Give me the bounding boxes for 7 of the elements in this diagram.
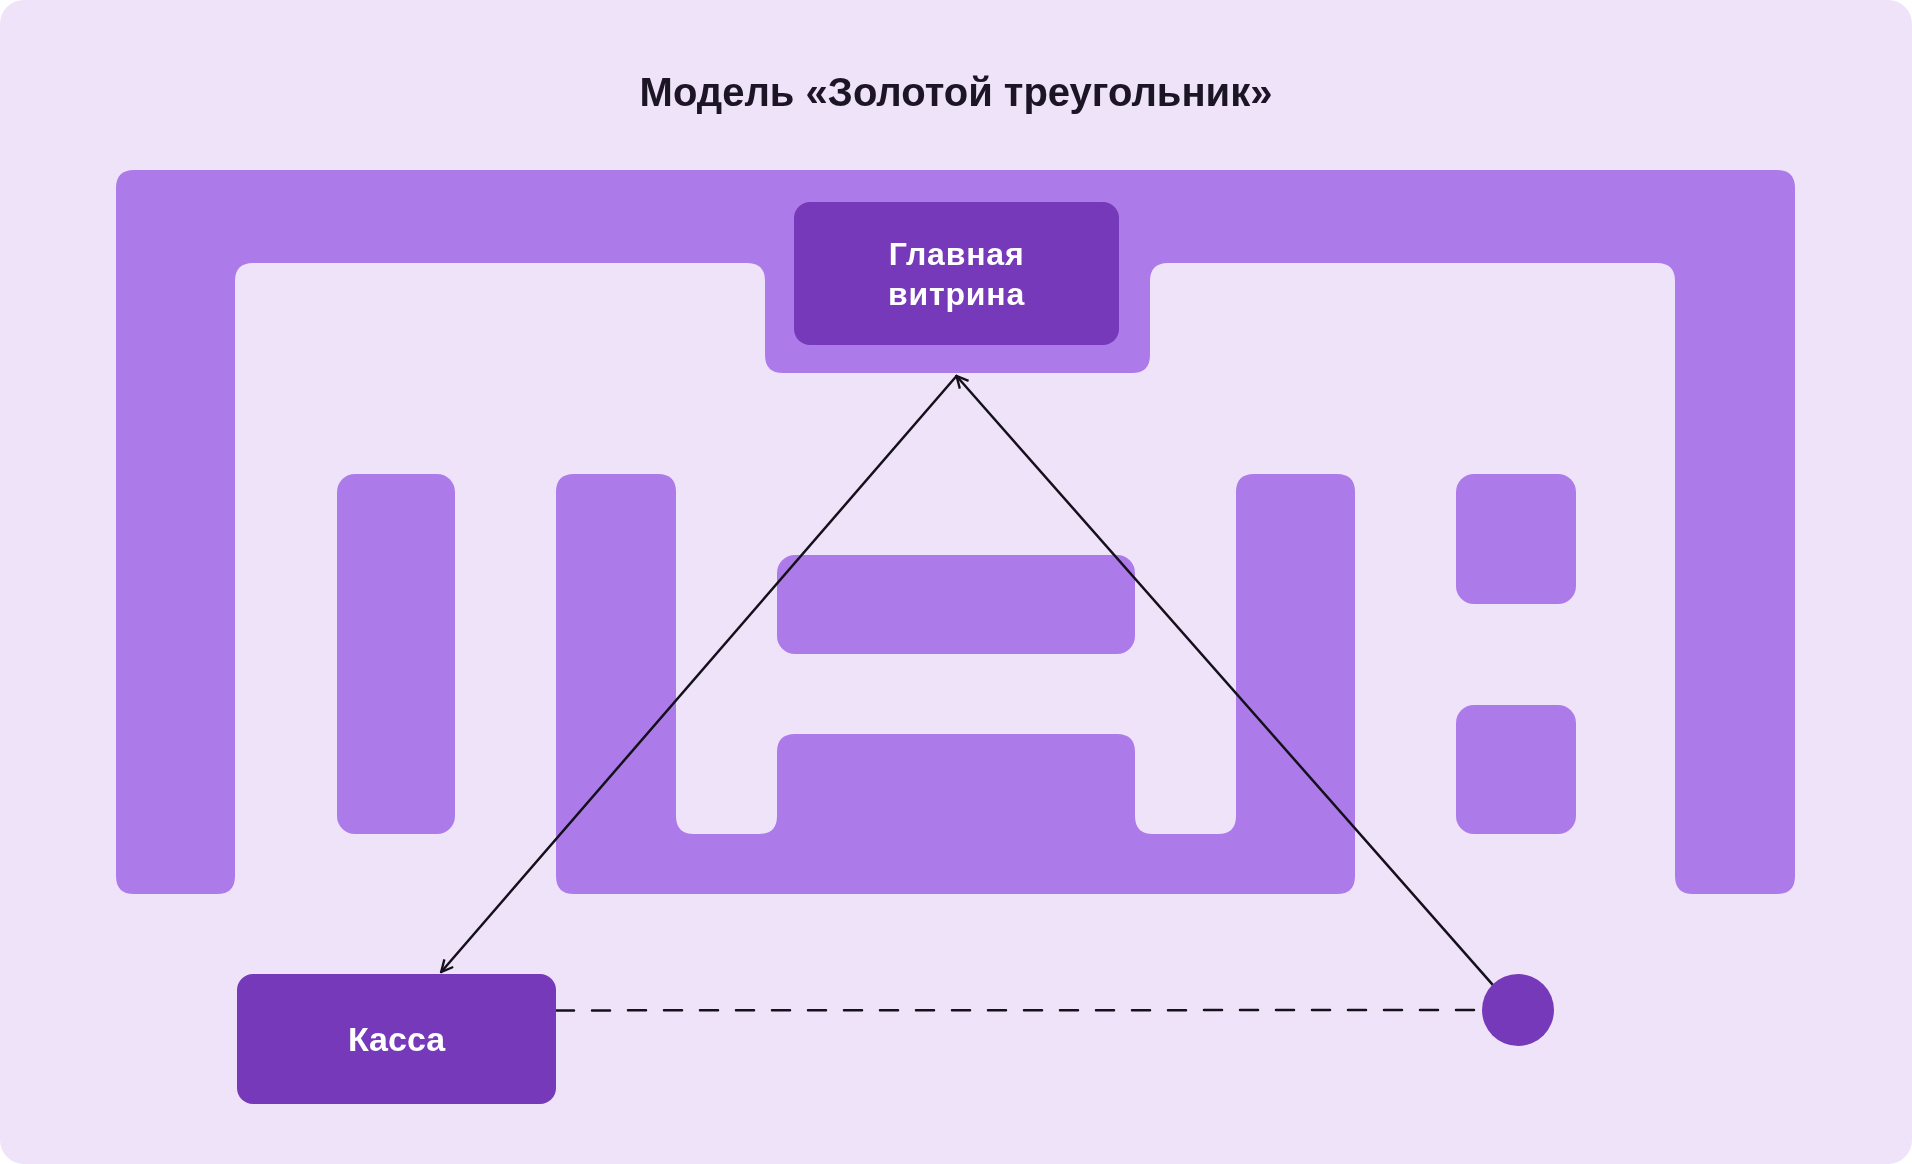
area-label: Касса bbox=[347, 1018, 446, 1060]
arrow bbox=[439, 374, 958, 974]
area-box bbox=[237, 974, 556, 1104]
area-box bbox=[794, 202, 1119, 345]
area-label: Главная витрина bbox=[887, 234, 1026, 314]
title: Модель «Золотой треугольник» bbox=[639, 69, 1273, 116]
arrow bbox=[955, 374, 1495, 987]
